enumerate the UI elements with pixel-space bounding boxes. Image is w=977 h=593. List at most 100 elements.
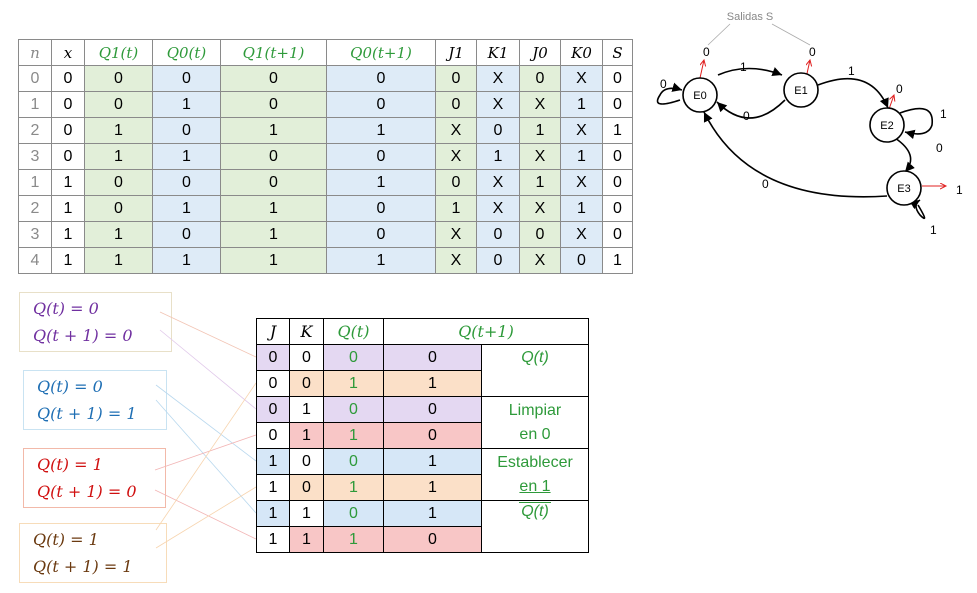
table-cell: 1 <box>152 247 221 274</box>
table-cell: 1 <box>152 195 221 222</box>
table-cell: 0 <box>602 221 633 248</box>
jk-cell: 0 <box>256 344 290 371</box>
edge-label: 0 <box>743 109 750 123</box>
output-label: 1 <box>956 183 963 197</box>
jk-cell: 0 <box>383 422 482 449</box>
edge-label: 0 <box>762 177 769 191</box>
state-table: n x Q1(t) Q0(t) Q1(t+1) Q0(t+1) J1 K1 J0… <box>18 39 633 274</box>
table-cell: 4 <box>18 247 52 274</box>
table-cell: 1 <box>602 247 633 274</box>
edge-label: 1 <box>940 107 947 121</box>
table-cell: X <box>435 221 477 248</box>
table-cell: 1 <box>326 247 436 274</box>
table-cell: X <box>519 91 561 118</box>
table-cell: 0 <box>326 221 436 248</box>
table-cell: 1 <box>220 195 327 222</box>
table-cell: X <box>560 169 603 196</box>
table-cell: 1 <box>220 117 327 144</box>
state-e0 <box>682 77 718 113</box>
table-row: 0 0 0 0 Q(t) <box>256 344 589 397</box>
table-cell: 0 <box>476 117 520 144</box>
jk-desc-set-line1: Establecer <box>497 453 573 471</box>
jk-cell: 1 <box>289 526 324 553</box>
table-cell: 0 <box>220 143 327 170</box>
q-box-1-0: Q(t) = 1 Q(t + 1) = 0 <box>23 448 166 508</box>
jk-cell: 0 <box>383 344 482 371</box>
table-cell: 0 <box>602 195 633 222</box>
table-cell: 1 <box>51 247 85 274</box>
table-cell: 0 <box>326 143 436 170</box>
table-cell: 0 <box>51 65 85 92</box>
q-box-line2: Q(t + 1) = 0 <box>37 482 137 501</box>
jk-cell: 0 <box>323 448 384 475</box>
table-cell: 0 <box>326 91 436 118</box>
q-box-line2: Q(t + 1) = 0 <box>33 326 133 345</box>
jk-cell: 1 <box>383 500 482 527</box>
q-box-line1: Q(t) = 1 <box>37 455 103 474</box>
table-cell: X <box>476 91 520 118</box>
edge-label: 1 <box>930 223 937 237</box>
edge-e0-self <box>656 82 683 105</box>
jk-cell: 1 <box>256 448 290 475</box>
col-q1-next: Q1(t+1) <box>220 39 327 66</box>
table-cell: X <box>519 143 561 170</box>
table-cell: X <box>476 65 520 92</box>
jk-cell: 0 <box>289 344 324 371</box>
table-row: 0 1 1 0 <box>256 422 589 449</box>
edge-e1-e0 <box>716 99 786 119</box>
table-cell: 0 <box>602 91 633 118</box>
jk-cell: 0 <box>323 344 384 371</box>
col-j1: J1 <box>435 39 477 66</box>
jk-table: J K Q(t) Q(t+1) 0 0 0 0 Q(t) 0 0 1 1 0 1… <box>256 318 589 553</box>
table-cell: 1 <box>51 221 85 248</box>
jk-cell: 1 <box>289 500 324 527</box>
table-cell: X <box>476 169 520 196</box>
table-cell: 0 <box>152 169 221 196</box>
jk-cell: 1 <box>323 422 384 449</box>
table-cell: 0 <box>476 247 520 274</box>
edge-e2-self <box>899 107 933 140</box>
jk-desc-reset-line2: en 0 <box>519 425 551 443</box>
q-box-0-1: Q(t) = 0 Q(t + 1) = 1 <box>23 370 167 430</box>
table-cell: X <box>476 195 520 222</box>
jk-desc-toggle: Q(t) <box>481 500 589 553</box>
jk-cell: 0 <box>323 396 384 423</box>
jk-cell: 1 <box>383 474 482 501</box>
col-q0: Q0(t) <box>152 39 221 66</box>
jk-cell: 0 <box>256 396 290 423</box>
col-n: n <box>18 39 52 66</box>
table-cell: 0 <box>84 91 153 118</box>
table-cell: 1 <box>84 143 153 170</box>
jk-cell: 1 <box>256 500 290 527</box>
jk-cell: 1 <box>323 474 384 501</box>
q-box-line2: Q(t + 1) = 1 <box>33 557 133 576</box>
outputs-label: Salidas S <box>727 11 773 23</box>
table-cell: X <box>519 195 561 222</box>
table-row: 0 1 0 0 Limpiar en 0 <box>256 396 589 449</box>
table-cell: 1 <box>560 195 603 222</box>
state-e0-label: E0 <box>693 90 706 102</box>
edge-label: 1 <box>740 60 747 74</box>
table-cell: 1 <box>84 247 153 274</box>
jk-desc-toggle-text: Q(t) <box>519 502 551 520</box>
table-cell: 1 <box>84 221 153 248</box>
table-cell: 1 <box>152 91 221 118</box>
state-e2 <box>869 107 905 143</box>
table-cell: 0 <box>435 91 477 118</box>
table-cell: 0 <box>84 65 153 92</box>
table-cell: 0 <box>152 65 221 92</box>
jk-header: J K Q(t) Q(t+1) <box>256 318 589 345</box>
edge-e3-self <box>909 199 926 220</box>
state-e3-label: E3 <box>897 183 910 195</box>
table-cell: 1 <box>326 169 436 196</box>
table-row: 1 0 1 1 <box>256 474 589 501</box>
state-table-header: n x Q1(t) Q0(t) Q1(t+1) Q0(t+1) J1 K1 J0… <box>18 39 633 66</box>
table-cell: X <box>435 143 477 170</box>
